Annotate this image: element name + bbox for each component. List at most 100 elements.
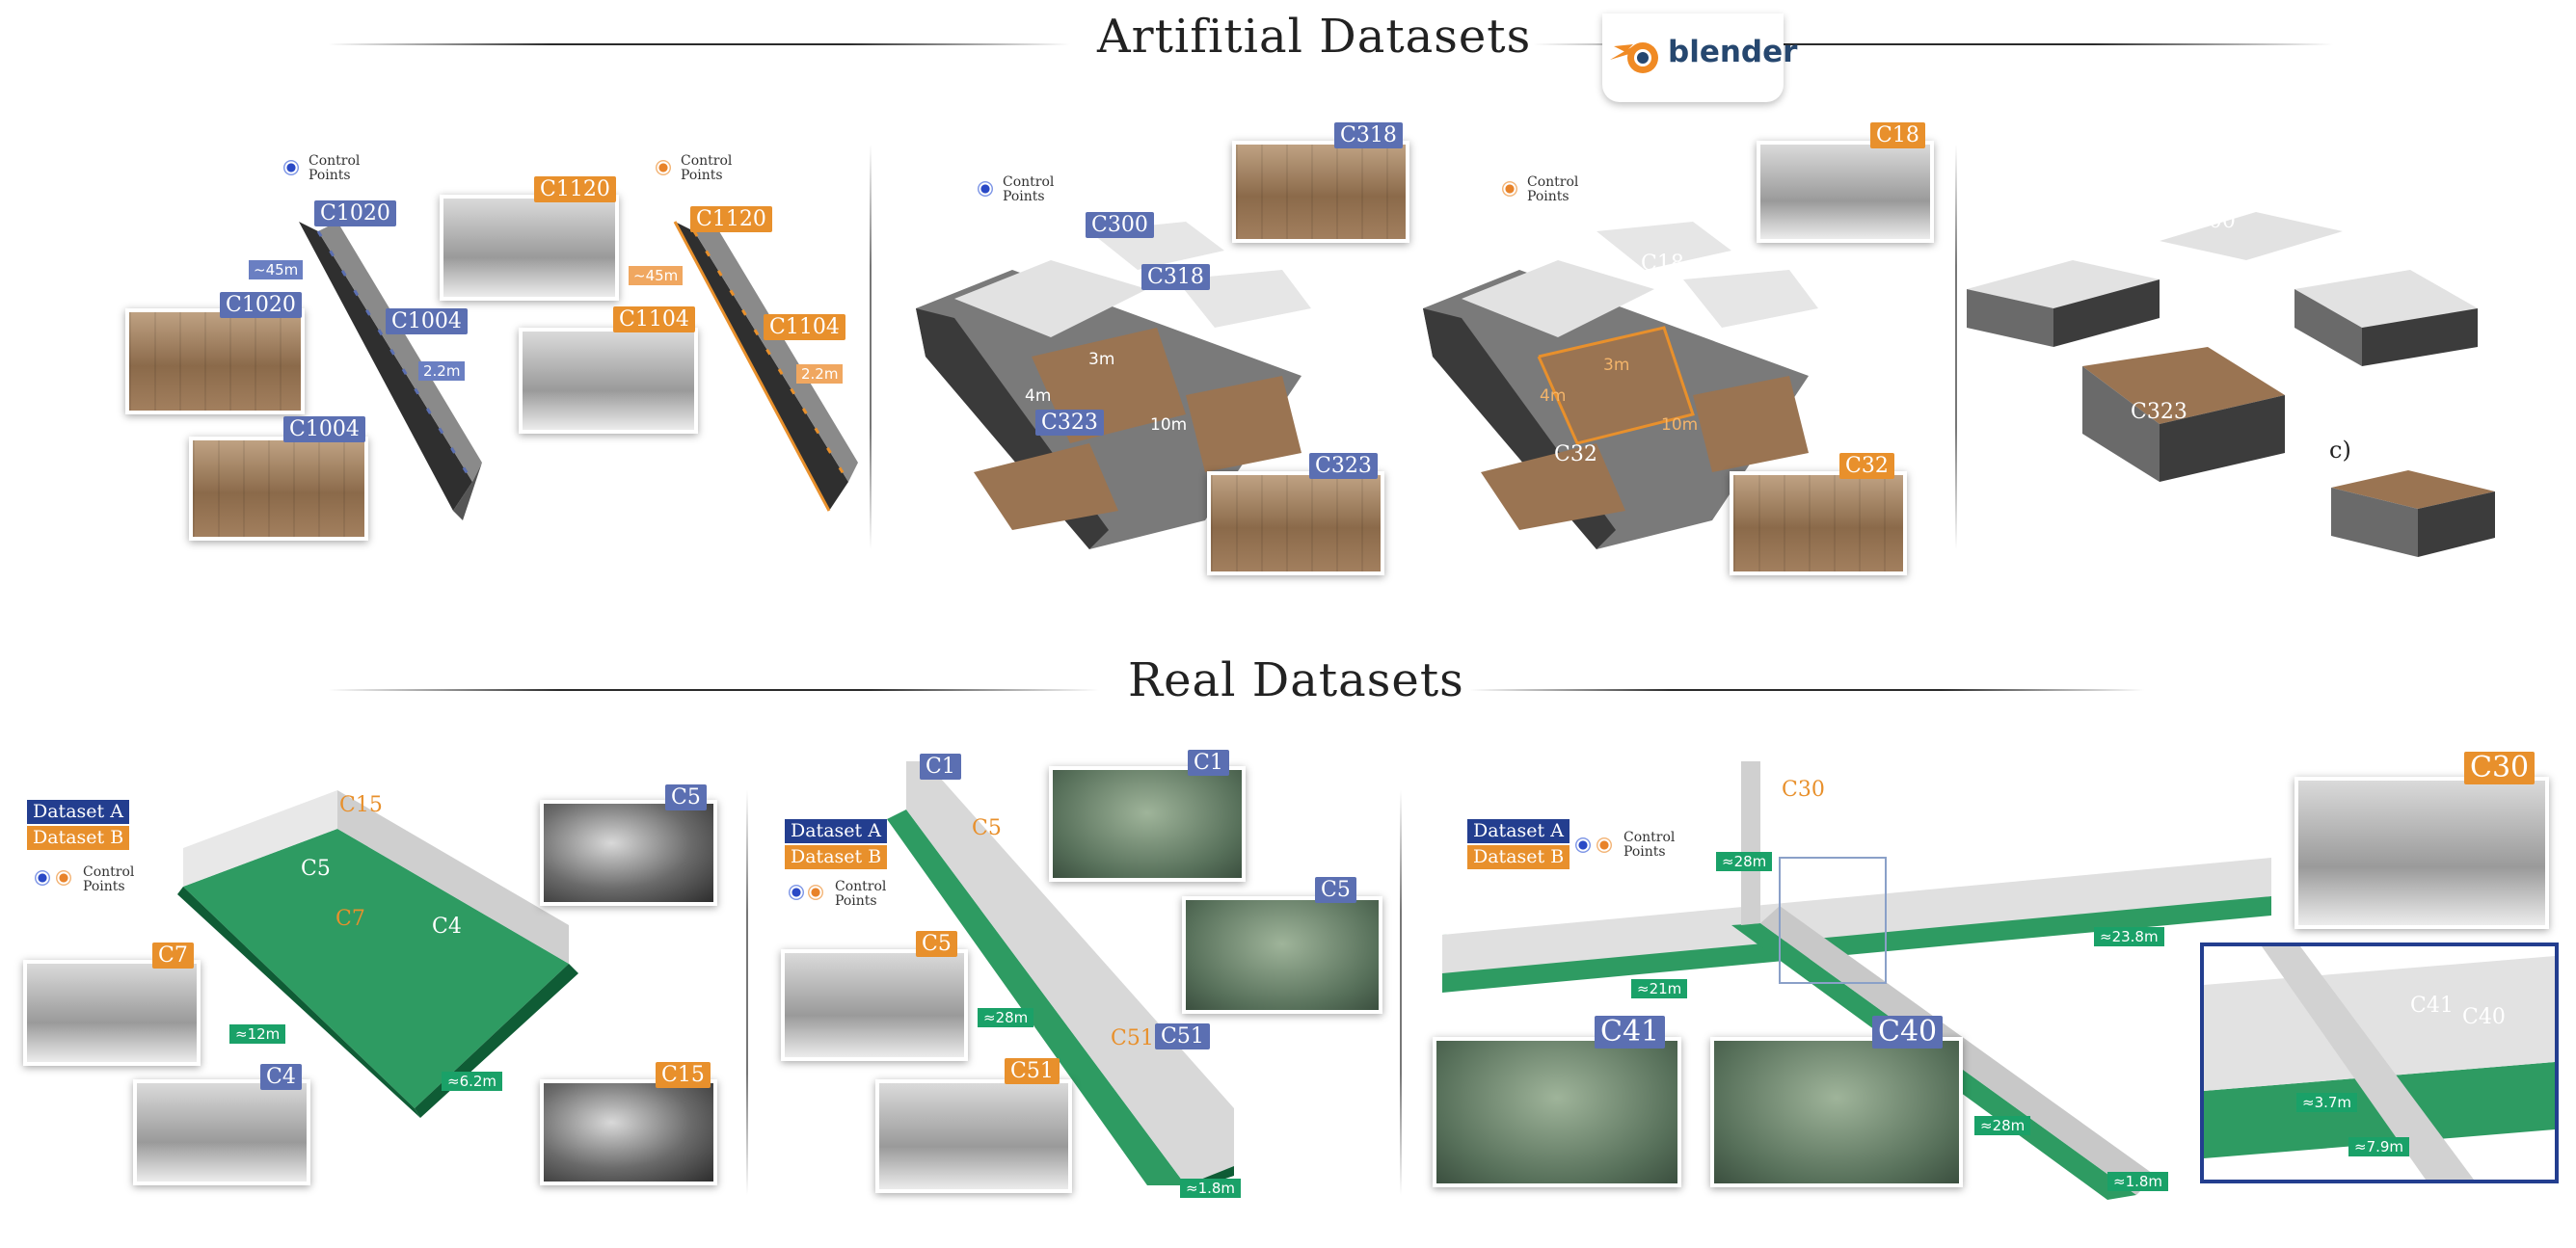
camera-label: C4 [432, 915, 462, 939]
panel-separator [870, 145, 872, 549]
control-point-orange-icon [56, 870, 71, 886]
dimension-label: 2.2m [796, 364, 844, 384]
camera-label: C30 [1782, 778, 1825, 802]
dataset-a-tag: Dataset A [1467, 819, 1570, 843]
camera-label: C1 [920, 754, 961, 780]
camera-view-thumbnail [1182, 896, 1382, 1014]
dimension-label: ≈21m [1631, 979, 1688, 998]
dimension-label: ≈28m [978, 1008, 1034, 1027]
camera-label: C40 [1872, 1016, 1944, 1049]
camera-label: C15 [339, 793, 383, 817]
camera-label: C1 [1188, 750, 1229, 776]
camera-label: C318 [1334, 122, 1403, 148]
camera-label: C1120 [690, 206, 772, 232]
control-point-blue-icon [978, 181, 993, 197]
blender-logo-text: blender [1668, 35, 1798, 69]
control-point-blue-icon [35, 870, 50, 886]
dimension-label: ≈1.8m [2107, 1172, 2169, 1191]
camera-label: C300 [1086, 212, 1154, 238]
camera-label: C318 [1141, 264, 1210, 290]
camera-label: C51 [1111, 1026, 1154, 1050]
camera-label: C18 [1870, 122, 1925, 148]
camera-label: C5 [301, 857, 331, 881]
control-point-blue-icon [789, 885, 804, 900]
dimension-label: 3m [1603, 356, 1630, 375]
rooms-model-orange [1423, 222, 1818, 549]
camera-label: C7 [335, 907, 365, 931]
panel-separator [1400, 790, 1402, 1195]
camera-label: C323 [1035, 410, 1104, 436]
camera-label: C5 [665, 784, 707, 810]
control-point-orange-icon [656, 160, 671, 175]
dimension-label: ~45m [249, 260, 304, 279]
camera-label: C18 [1641, 252, 1684, 276]
corridor-model-orange [673, 221, 858, 512]
camera-label: C41 [1595, 1016, 1666, 1049]
camera-view-thumbnail [189, 437, 368, 541]
dimension-label: 3m [1088, 350, 1115, 369]
camera-label: C51 [1155, 1023, 1210, 1049]
camera-label: C1104 [613, 306, 695, 332]
zoom-inset-model [2204, 946, 2555, 1180]
camera-label: C7 [152, 943, 194, 969]
dimension-label: ≈28m [1716, 852, 1773, 871]
dimension-label: 2.2m [418, 361, 466, 381]
camera-view-thumbnail [540, 1079, 717, 1185]
camera-label: C323 [2131, 400, 2187, 424]
camera-view-thumbnail [540, 800, 717, 906]
camera-view-thumbnail [1232, 141, 1409, 243]
camera-label: C5 [916, 931, 957, 957]
camera-view-thumbnail [875, 1079, 1072, 1193]
dataset-b-tag: Dataset B [785, 845, 888, 869]
header-line-left [328, 43, 1070, 45]
camera-view-thumbnail [1433, 1037, 1681, 1187]
panel-separator [746, 790, 748, 1195]
camera-view-thumbnail [440, 195, 619, 301]
control-point-orange-icon [1502, 181, 1517, 197]
camera-label: C32 [1554, 442, 1597, 466]
dimension-label: 4m [1025, 386, 1052, 406]
camera-label: C1020 [220, 292, 302, 318]
camera-label: C300 [2462, 458, 2519, 482]
dimension-label: ≈1.8m [1180, 1179, 1242, 1198]
camera-label: C5 [1315, 877, 1356, 903]
dimension-label: 10m [1661, 415, 1699, 435]
control-point-orange-icon [808, 885, 823, 900]
camera-label: C1120 [534, 176, 616, 202]
room-model-small [2331, 470, 2495, 557]
rooms-model-simple [1967, 212, 2478, 482]
header-line-right [1469, 689, 2144, 691]
control-point-blue-icon [1575, 837, 1591, 853]
camera-view-thumbnail [23, 960, 201, 1066]
camera-label: C300 [2179, 209, 2236, 233]
blender-logo: blender [1602, 13, 1797, 102]
panel-separator [1955, 145, 1957, 549]
dimension-label: ≈6.2m [442, 1072, 503, 1091]
camera-label: C4 [260, 1064, 302, 1090]
dataset-b-tag: Dataset B [1467, 845, 1570, 869]
camera-label: C40 [2462, 1005, 2506, 1029]
room-model-real [177, 790, 578, 1118]
camera-label: C41 [2410, 994, 2454, 1018]
camera-label: C30 [2464, 752, 2536, 784]
dimension-label: ≈12m [229, 1024, 286, 1044]
dataset-a-tag: Dataset A [785, 819, 887, 843]
camera-label: C1004 [283, 416, 365, 442]
dimension-label: 4m [1540, 386, 1567, 406]
dataset-b-tag: Dataset B [27, 826, 130, 850]
camera-label: C32 [1839, 453, 1894, 479]
camera-label: C5 [972, 816, 1002, 840]
camera-view-thumbnail [781, 949, 968, 1061]
zoom-inset [2200, 943, 2559, 1183]
blender-icon [1610, 42, 1658, 73]
camera-view-thumbnail [133, 1079, 310, 1185]
camera-view-thumbnail [519, 328, 698, 434]
camera-view-thumbnail [1049, 766, 1246, 882]
dimension-label: ~45m [629, 266, 684, 285]
